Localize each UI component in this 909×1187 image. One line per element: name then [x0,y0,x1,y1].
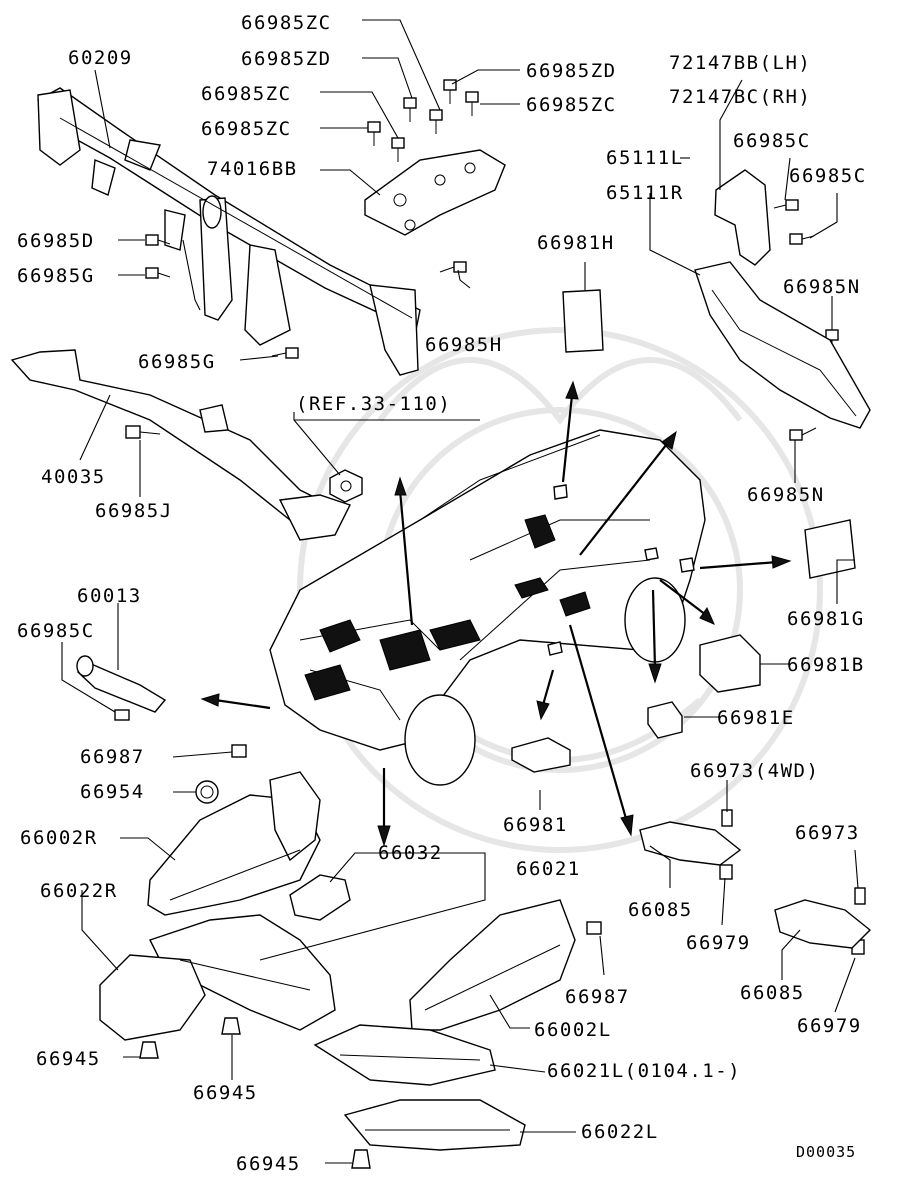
label-66985j: 66985J [95,500,173,522]
car-body-outline [269,429,706,786]
label-66985c-a: 66985C [733,130,811,152]
explode-arrows [200,380,792,847]
nut-ref [329,469,363,503]
label-66032: 66032 [378,842,443,864]
label-60013: 60013 [77,585,142,607]
label-65111r: 65111R [606,182,684,204]
label-66985zd-b: 66985ZD [526,60,617,82]
label-66985zc-left: 66985ZC [201,118,292,140]
label-66985n-top: 66985N [783,276,861,298]
label-66985d: 66985D [17,230,95,252]
label-66985g-a: 66985G [17,265,95,287]
label-ref-33-110: (REF.33-110) [296,393,452,415]
label-66985zc-mid: 66985ZC [201,83,292,105]
label-66973-4wd: 66973(4WD) [690,760,820,782]
label-66981h: 66981H [537,232,615,254]
label-66002r: 66002R [20,827,98,849]
label-66981: 66981 [503,814,568,836]
label-66945-a: 66945 [36,1048,101,1070]
label-66085-a: 66085 [628,899,693,921]
label-72147bb: 72147BB(LH) [669,52,812,74]
label-66945-c: 66945 [236,1153,301,1175]
label-66985zd-a: 66985ZD [241,48,332,70]
label-66985c-b: 66985C [789,165,867,187]
label-66981b: 66981B [787,654,865,676]
label-66021l: 66021L(0104.1-) [547,1060,742,1082]
dashboard-crossmember [37,87,421,376]
label-66979-b: 66979 [797,1015,862,1037]
support-bar-40035 [10,349,351,541]
label-66022l: 66022L [581,1121,659,1143]
bracket-72147 [714,169,771,266]
label-66021: 66021 [516,858,581,880]
under-covers [99,771,872,1151]
bracket-74016bb [364,149,506,236]
label-66022r: 66022R [40,880,118,902]
label-72147bc: 72147BC(RH) [669,86,812,108]
diagram-code: D00035 [796,1143,857,1161]
part-60013 [76,655,167,721]
label-65111l: 65111L [606,147,684,169]
label-66979-a: 66979 [686,932,751,954]
label-66985n-bottom: 66985N [747,484,825,506]
bolt-icons [125,79,839,441]
leader-lines [61,19,859,1164]
label-66981g: 66981G [787,608,865,630]
label-66945-b: 66945 [193,1082,258,1104]
label-66085-b: 66085 [740,982,805,1004]
label-66985zc-right: 66985ZC [526,94,617,116]
label-74016bb: 74016BB [207,158,298,180]
label-40035: 40035 [41,466,106,488]
label-66954: 66954 [80,781,145,803]
label-66985zc-top: 66985ZC [241,12,332,34]
member-65111 [694,261,871,429]
insulator-pads [511,289,856,773]
label-66973: 66973 [795,822,860,844]
label-66002l: 66002L [534,1019,612,1041]
label-66981e: 66981E [717,707,795,729]
label-66985h: 66985H [425,334,503,356]
label-60209: 60209 [68,47,133,69]
label-66987-a: 66987 [80,746,145,768]
label-66985g-b: 66985G [138,351,216,373]
label-66985c-c: 66985C [17,620,95,642]
clip-icons [139,744,866,1169]
label-66987-b: 66987 [565,986,630,1008]
